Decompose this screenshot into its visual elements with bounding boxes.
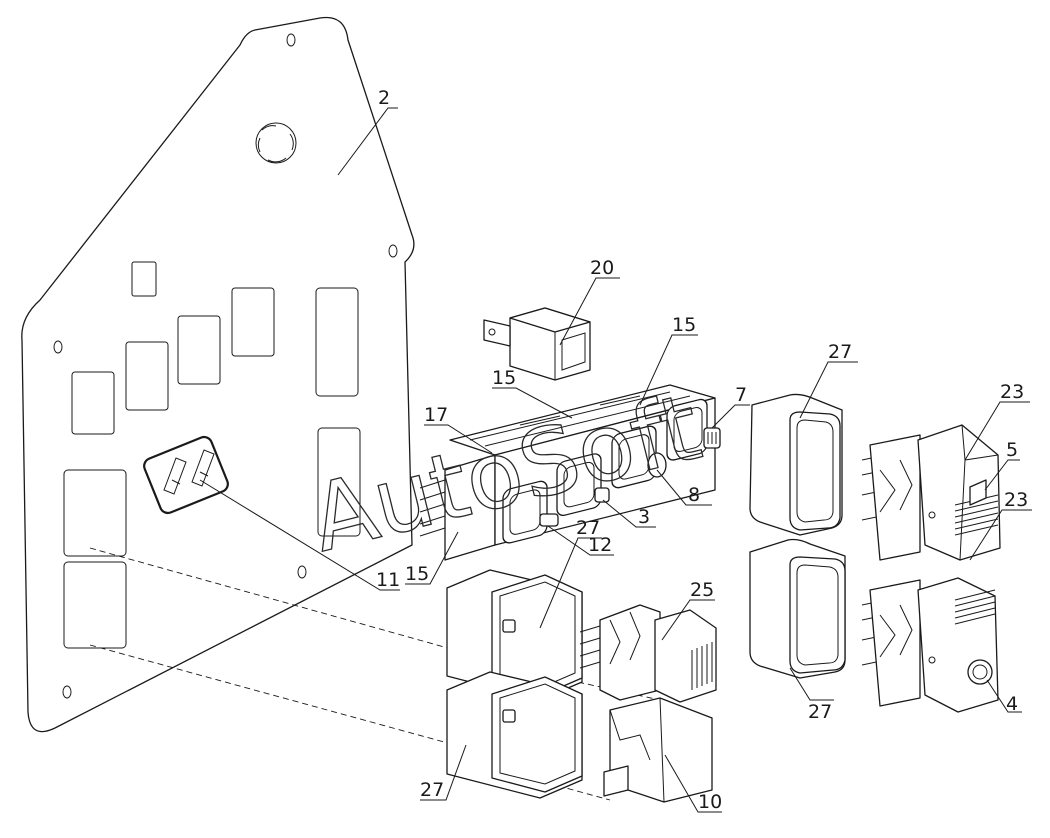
leader-lines — [199, 107, 1032, 813]
callout-23-upper: 23 — [1000, 381, 1024, 403]
callout-7: 7 — [735, 384, 747, 406]
callout-3: 3 — [638, 506, 650, 528]
switch-button-3 — [556, 453, 610, 517]
callout-23-lower: 23 — [1004, 489, 1028, 511]
callout-15-lower: 15 — [405, 563, 429, 585]
callout-27-middle: 27 — [576, 517, 600, 539]
callout-11: 11 — [376, 569, 400, 591]
cover-10 — [603, 697, 713, 803]
frame-27-upper-right — [749, 393, 843, 536]
rocker-switch-23-upper — [861, 424, 1001, 561]
callout-15-middle: 15 — [492, 367, 516, 389]
callout-27-upper-right: 27 — [828, 341, 852, 363]
callout-2: 2 — [378, 87, 390, 109]
switch-block — [419, 384, 721, 561]
callout-8: 8 — [688, 484, 700, 506]
alignment-line-upper — [89, 547, 456, 651]
callout-25: 25 — [690, 579, 714, 601]
callout-27-lower: 27 — [420, 779, 444, 801]
callout-27-lower-right: 27 — [808, 701, 832, 723]
callout-15-upper: 15 — [672, 314, 696, 336]
rocker-switch-25 — [579, 604, 717, 703]
callout-17: 17 — [424, 404, 448, 426]
frame-27-middle — [446, 569, 583, 701]
alignment-line-lower — [89, 644, 456, 746]
rocker-switch-23-lower — [861, 577, 999, 713]
callout-12: 12 — [588, 534, 612, 556]
switch-button-8 — [611, 425, 667, 489]
round-knockout — [255, 122, 297, 164]
symbol-plate — [143, 435, 229, 515]
callout-5: 5 — [1006, 439, 1018, 461]
frame-27-lower-right — [749, 538, 846, 679]
switch-button-12 — [502, 480, 559, 544]
callout-4: 4 — [1006, 693, 1018, 715]
frame-27-lower — [446, 671, 583, 799]
switch-button-7 — [666, 398, 721, 461]
callout-labels: 2 20 15 15 17 7 27 23 5 8 3 12 15 11 27 … — [376, 87, 1028, 813]
callout-20: 20 — [590, 257, 614, 279]
alignment-line-bottom — [499, 769, 611, 801]
mounting-panel — [21, 16, 415, 733]
callout-10: 10 — [698, 791, 722, 813]
